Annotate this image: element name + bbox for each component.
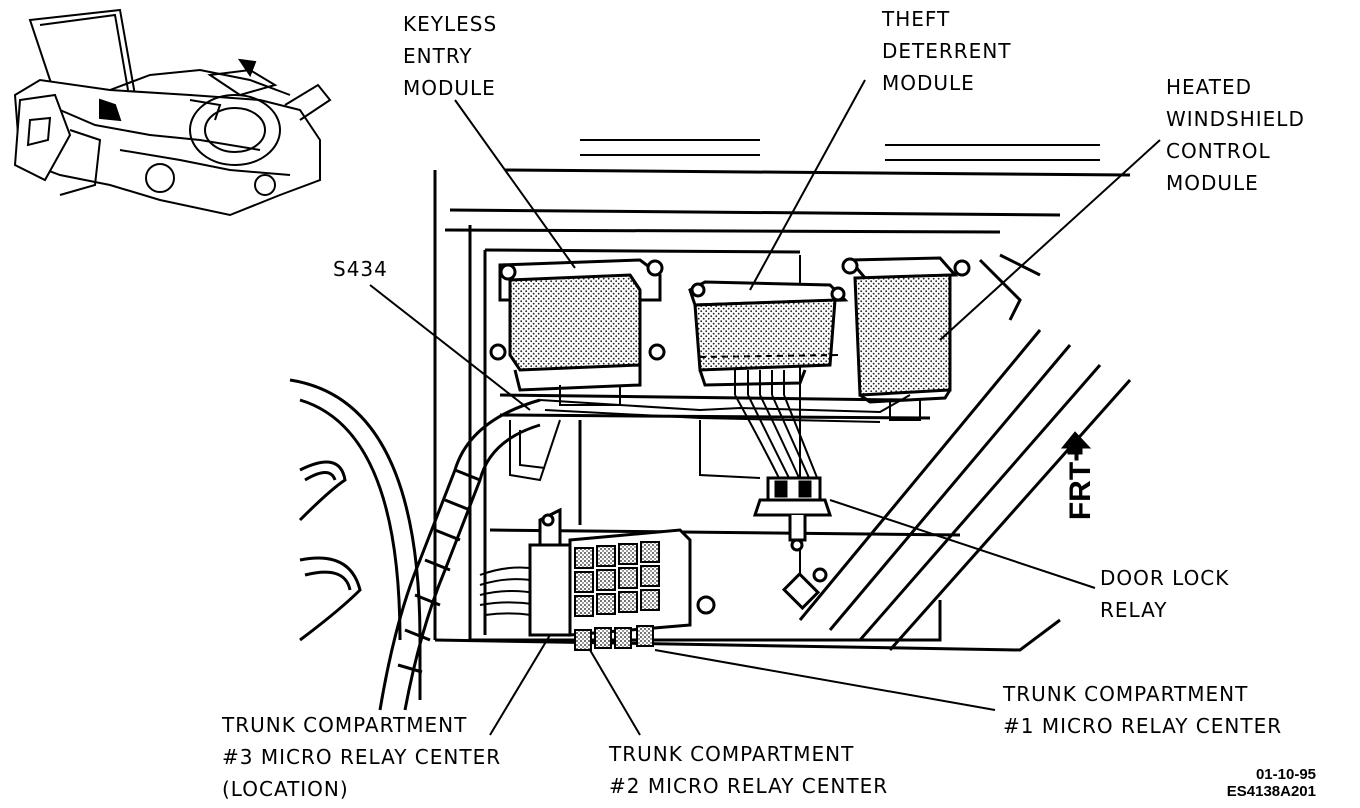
label-line: DETERRENT — [882, 39, 1012, 63]
label-line: THEFT — [882, 7, 951, 31]
label-line: TRUNK COMPARTMENT — [609, 742, 855, 766]
door-lock-relay-label: DOOR LOCK RELAY — [1100, 562, 1229, 626]
figure-code-block: 01-10-95 ES4138A201 — [1222, 766, 1316, 800]
label-line: MODULE — [1166, 171, 1259, 195]
label-line: RELAY — [1100, 598, 1168, 622]
relay-center-2-label: TRUNK COMPARTMENT #2 MICRO RELAY CENTER — [609, 738, 888, 802]
leader-relay3 — [489, 634, 551, 736]
label-line: #1 MICRO RELAY CENTER — [1003, 714, 1283, 738]
label-line: (LOCATION) — [222, 777, 349, 801]
theft-deterrent-module-label: THEFT DETERRENT MODULE — [882, 3, 1012, 99]
label-line: TRUNK COMPARTMENT — [1003, 682, 1249, 706]
front-direction-label: FRT — [1064, 461, 1098, 521]
vehicle-locator-thumbnail — [13, 8, 332, 217]
label-line: #3 MICRO RELAY CENTER — [222, 745, 502, 769]
relay-sockets — [574, 541, 660, 651]
leader-relay2 — [589, 649, 641, 736]
leader-relay1 — [654, 649, 996, 711]
front-direction-arrow — [1060, 431, 1092, 461]
trunk-brace — [781, 253, 1132, 651]
relay-center-1-label: TRUNK COMPARTMENT #1 MICRO RELAY CENTER — [1003, 678, 1282, 742]
splice-s434-label: S434 — [333, 257, 388, 281]
label-line: #2 MICRO RELAY CENTER — [609, 774, 889, 798]
keyless-entry-module — [489, 258, 666, 406]
label-line: KEYLESS — [403, 12, 498, 36]
leader-door-lock — [829, 499, 1096, 589]
trunk-panel — [433, 139, 1131, 652]
heated-windshield-module — [841, 256, 971, 421]
keyless-entry-module-label: KEYLESS ENTRY MODULE — [403, 8, 497, 104]
label-line: MODULE — [882, 71, 975, 95]
label-line: DOOR LOCK — [1100, 566, 1230, 590]
label-line: TRUNK COMPARTMENT — [222, 713, 468, 737]
leader-heated — [939, 139, 1161, 341]
wheel-well — [289, 378, 422, 700]
micro-relay-center-cluster — [528, 507, 828, 651]
label-line: CONTROL — [1166, 139, 1271, 163]
relay-center-3-label: TRUNK COMPARTMENT #3 MICRO RELAY CENTER … — [222, 709, 501, 805]
theft-deterrent-module — [688, 280, 849, 395]
door-lock-relay — [752, 476, 833, 552]
heated-windshield-module-label: HEATED WINDSHIELD CONTROL MODULE — [1166, 71, 1305, 199]
leader-splice — [369, 284, 531, 411]
leader-keyless — [454, 99, 576, 269]
label-line: MODULE — [403, 76, 496, 100]
label-line: HEATED — [1166, 75, 1253, 99]
door-lock-harness — [734, 394, 819, 481]
figure-code: ES4138A201 — [1226, 783, 1316, 800]
leader-lines — [369, 79, 1161, 736]
figure-date: 01-10-95 — [1255, 766, 1316, 783]
label-line: WINDSHIELD — [1166, 107, 1305, 131]
leader-theft — [749, 79, 866, 291]
label-line: ENTRY — [403, 44, 473, 68]
